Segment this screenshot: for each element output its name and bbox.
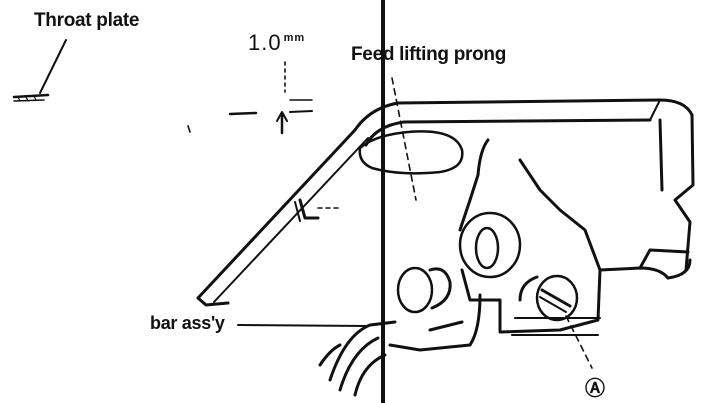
bar-assy-leader: [237, 324, 369, 327]
throat-plate-symbol: [12, 93, 50, 102]
feed-bar-body: [196, 98, 695, 397]
dimension-value: 1.0: [248, 30, 282, 55]
dimension-marks: [187, 61, 313, 135]
part-a-leader: [565, 315, 593, 369]
part-a-label: Ⓐ: [585, 378, 605, 400]
throat-plate-leader: [39, 39, 67, 94]
feed-lifting-prong-label: Feed lifting prong: [351, 44, 507, 65]
bar-assy-label: bar ass'y: [150, 313, 225, 333]
dimension-unit: mm: [283, 32, 306, 44]
throat-plate-label: Throat plate: [34, 10, 140, 31]
feed-prong-leader: [391, 77, 417, 201]
